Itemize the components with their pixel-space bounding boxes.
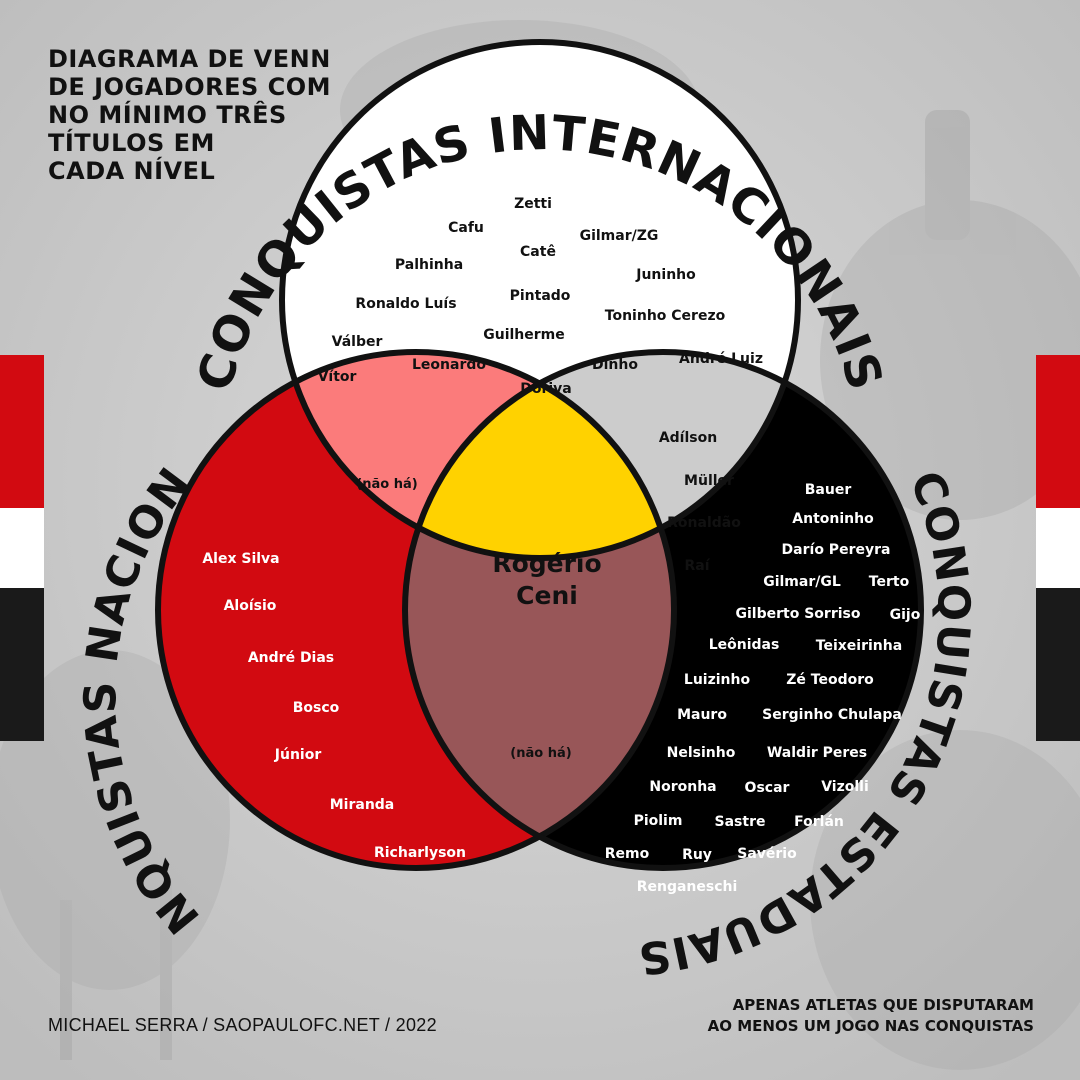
player-name: Leônidas: [709, 637, 780, 653]
player-name: André Dias: [248, 650, 334, 666]
player-name: Ronaldão: [667, 515, 741, 531]
player-name: Aloísio: [224, 598, 277, 614]
player-name: Doriva: [520, 381, 572, 397]
players-international-state: Adílson Müller Ronaldão Raí: [659, 430, 741, 574]
player-name: Bosco: [293, 700, 340, 716]
player-name: Ruy: [682, 847, 712, 863]
page-title: DIAGRAMA DE VENN DE JOGADORES COM NO MÍN…: [48, 45, 368, 185]
player-name: Rogério: [492, 549, 601, 578]
player-name: Gilmar/ZG: [580, 228, 659, 244]
author-credit: MICHAEL SERRA / SAOPAULOFC.NET / 2022: [48, 1015, 437, 1035]
player-name: Luizinho: [684, 672, 751, 688]
player-name: Forlán: [794, 814, 844, 830]
player-name: Júnior: [274, 747, 322, 763]
player-name: Juninho: [635, 267, 696, 283]
player-name: Waldir Peres: [767, 745, 867, 761]
player-name: Cafu: [448, 220, 484, 236]
player-name: Sastre: [715, 814, 766, 830]
player-name: Miranda: [330, 797, 395, 813]
player-name: Ceni: [516, 581, 578, 610]
footnote-line: AO MENOS UM JOGO NAS CONQUISTAS: [707, 1017, 1034, 1035]
player-name: Piolim: [634, 813, 683, 829]
player-name: Vítor: [318, 369, 357, 385]
player-name: Alex Silva: [202, 551, 279, 567]
circle-outlines: [155, 39, 924, 871]
player-name: Toninho Cerezo: [605, 308, 726, 324]
flag-stripes-right: [1036, 355, 1080, 741]
player-name: Renganeschi: [637, 879, 738, 895]
empty-intl-national: (não há): [356, 477, 417, 492]
player-name: Ronaldo Luís: [355, 296, 456, 312]
player-name: Vizolli: [821, 779, 869, 795]
player-name: Darío Pereyra: [782, 542, 891, 558]
players-international: Zetti Cafu Catê Gilmar/ZG Palhinha Junin…: [318, 196, 763, 397]
player-name: Müller: [684, 473, 734, 489]
intersection-all-three: [405, 352, 674, 558]
player-name: Remo: [605, 846, 650, 862]
footnote: APENAS ATLETAS QUE DISPUTARAM AO MENOS U…: [708, 995, 1034, 1037]
player-name: Pintado: [510, 288, 571, 304]
title-line: DE JOGADORES COM: [48, 73, 332, 101]
player-name: Serginho Chulapa: [762, 707, 902, 723]
player-name: Noronha: [649, 779, 716, 795]
player-name: Válber: [332, 334, 383, 350]
players-state: Bauer Antoninho Darío Pereyra Gilmar/GL …: [605, 482, 921, 895]
player-name: Oscar: [745, 780, 790, 796]
player-name: Gilmar/GL: [763, 574, 841, 590]
player-name: Savério: [737, 846, 797, 862]
player-name: Leonardo: [412, 357, 486, 373]
player-name: Mauro: [677, 707, 727, 723]
player-name: Zé Teodoro: [786, 672, 874, 688]
player-name: Teixeirinha: [816, 638, 902, 654]
player-name: Dinho: [592, 357, 638, 373]
title-line: DIAGRAMA DE VENN: [48, 45, 331, 73]
player-name: Antoninho: [792, 511, 874, 527]
player-name: Nelsinho: [667, 745, 736, 761]
player-name: Palhinha: [395, 257, 463, 273]
players-national: Alex Silva Aloísio André Dias Bosco Júni…: [202, 551, 466, 861]
flag-stripes-left: [0, 355, 44, 741]
player-name: Gilberto Sorriso: [736, 606, 861, 622]
player-name: Terto: [869, 574, 910, 590]
title-line: TÍTULOS EM: [48, 129, 215, 157]
player-name: Zetti: [514, 196, 552, 212]
player-name: Richarlyson: [374, 845, 466, 861]
footnote-line: APENAS ATLETAS QUE DISPUTARAM: [732, 996, 1034, 1014]
title-line: NO MÍNIMO TRÊS: [48, 101, 287, 129]
empty-national-state: (não há): [510, 746, 571, 761]
title-line: CADA NÍVEL: [48, 157, 216, 185]
player-name: Bauer: [805, 482, 852, 498]
player-name: Adílson: [659, 430, 717, 446]
player-name: André Luiz: [679, 351, 763, 367]
player-name: Raí: [684, 558, 710, 574]
player-name: Gijo: [890, 607, 921, 623]
player-name: Guilherme: [483, 327, 565, 343]
player-name: Catê: [520, 244, 556, 260]
players-all-three: Rogério Ceni: [492, 549, 601, 610]
